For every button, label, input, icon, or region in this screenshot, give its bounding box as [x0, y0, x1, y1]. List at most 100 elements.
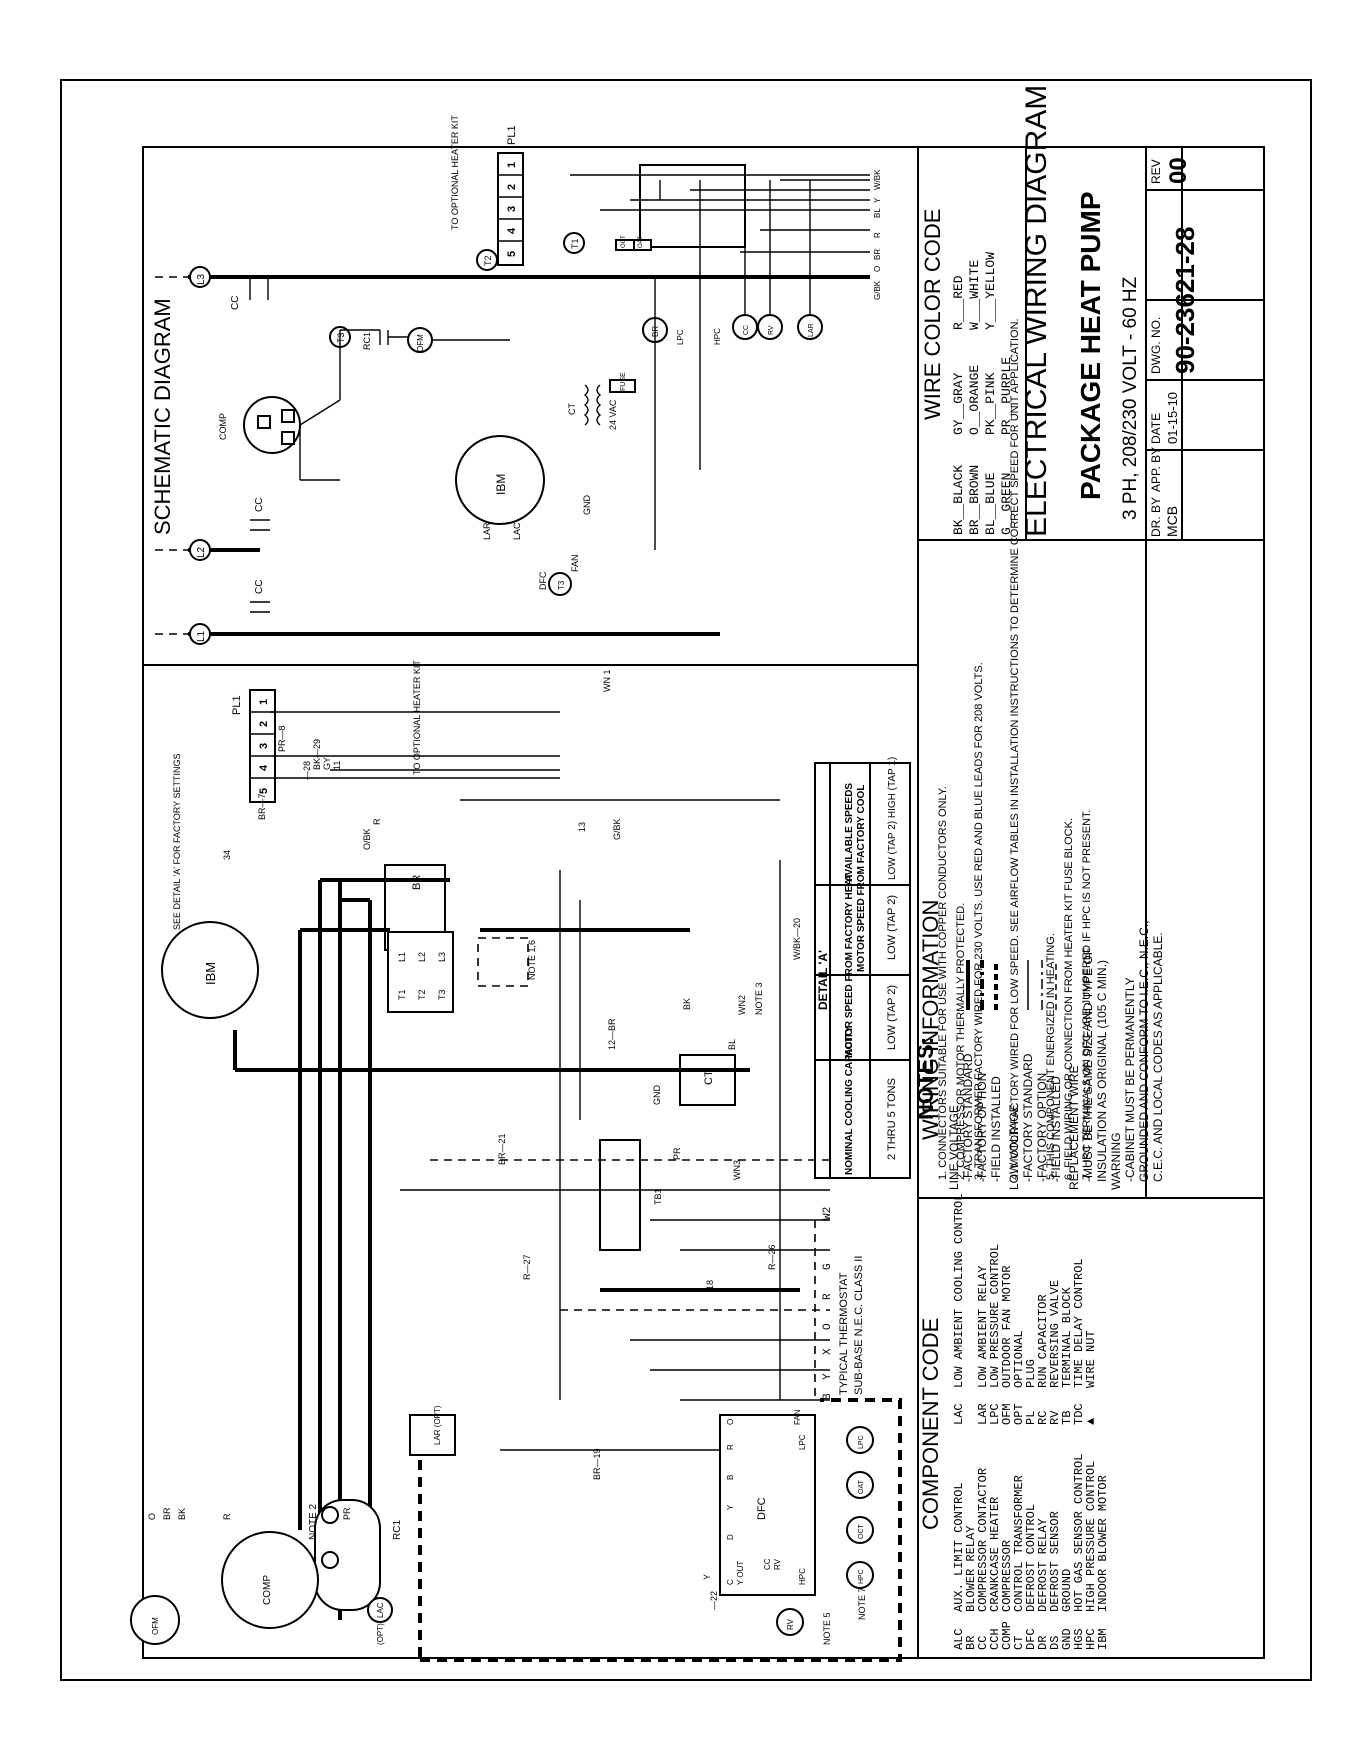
svg-text:D: D [726, 1534, 735, 1540]
svg-text:OCT: OCT [858, 1524, 865, 1540]
svg-text:R: R [372, 818, 382, 825]
lac-switch [367, 1597, 393, 1623]
svg-text:COMP: COMP [218, 413, 228, 440]
svg-text:-FACTORY STANDARD: -FACTORY STANDARD [961, 1053, 975, 1182]
svg-text:Y: Y [702, 1574, 712, 1580]
svg-text:▲: ▲ [1084, 1417, 1098, 1425]
svg-text:DFC: DFC [756, 1497, 768, 1520]
svg-text:WN2: WN2 [737, 995, 747, 1015]
svg-text:R: R [873, 232, 882, 238]
wiring-ofm [130, 1595, 180, 1645]
svg-text:LOW (TAP 2): LOW (TAP 2) [886, 895, 898, 960]
svg-text:1: 1 [258, 699, 270, 705]
svg-text:INSULATION AS ORIGINAL (105 C: INSULATION AS ORIGINAL (105 C MIN.) [1095, 960, 1109, 1182]
svg-text:RC: RC [1036, 1411, 1050, 1425]
svg-text:CT: CT [1012, 1636, 1026, 1650]
svg-text:4: 4 [258, 764, 270, 771]
svg-text:18: 18 [705, 1280, 715, 1290]
svg-text:LAC: LAC [952, 1403, 966, 1425]
svg-text:L2: L2 [196, 546, 207, 558]
svg-text:L1: L1 [397, 952, 407, 962]
svg-text:T2: T2 [417, 989, 427, 1000]
svg-text:BK: BK [682, 998, 692, 1010]
run-capacitor-rc1 [314, 1499, 381, 1611]
svg-text:T1: T1 [397, 989, 407, 1000]
svg-text:5. THIS COMPONENT ENERGIZED IN: 5. THIS COMPONENT ENERGIZED IN HEATING. [1045, 933, 1057, 1180]
lar-relay [409, 1414, 456, 1456]
wiring-information: WIRING INFORMATION LINE VOLTAGE -FACTORY… [918, 900, 1165, 1190]
svg-text:34: 34 [222, 850, 232, 860]
svg-text:2. COMPRESSOR MOTOR THERMALLY: 2. COMPRESSOR MOTOR THERMALLY PROTECTED. [955, 903, 967, 1180]
svg-text:1: 1 [506, 162, 518, 168]
svg-text:2: 2 [258, 721, 270, 727]
svg-text:TO OPTIONAL HEATER KIT: TO OPTIONAL HEATER KIT [412, 660, 422, 775]
svg-text:O__ORANGE: O__ORANGE [967, 365, 982, 435]
svg-text:OFM: OFM [416, 334, 425, 352]
svg-text:GROUND: GROUND [1060, 1569, 1074, 1612]
svg-text:LAC: LAC [376, 1602, 385, 1618]
svg-text:-FIELD INSTALLED: -FIELD INSTALLED [1049, 1076, 1063, 1182]
svg-text:LPC: LPC [798, 1434, 807, 1450]
svg-text:DEFROST SENSOR: DEFROST SENSOR [1048, 1511, 1062, 1612]
svg-text:PL1: PL1 [231, 695, 243, 715]
svg-text:NOMINAL COOLING CAPACITY: NOMINAL COOLING CAPACITY [844, 1026, 855, 1175]
svg-text:L1: L1 [196, 630, 207, 642]
svg-text:COMP: COMP [262, 1575, 273, 1605]
main-title: ELECTRICAL WIRING DIAGRAM [1020, 85, 1053, 537]
svg-text:Y: Y [822, 1373, 834, 1380]
drawing-frame [142, 146, 1265, 1659]
svg-text:T3: T3 [336, 332, 346, 343]
defrost-control-dfc [719, 1414, 816, 1596]
svg-text:TDC: TDC [1072, 1403, 1086, 1425]
svg-text:GND: GND [1060, 1628, 1074, 1650]
svg-text:COMPRESSOR: COMPRESSOR [1000, 1540, 1014, 1612]
svg-text:T3: T3 [557, 580, 566, 590]
thermostat-caption-2: SUB-BASE N.E.C. CLASS II [853, 1256, 865, 1395]
svg-text:G/BK: G/BK [612, 818, 622, 840]
svg-text:BK__BLACK: BK__BLACK [951, 465, 966, 535]
svg-text:Y___YELLOW: Y___YELLOW [983, 252, 998, 330]
svg-text:C: C [726, 1579, 735, 1585]
oct-sensor [846, 1516, 874, 1544]
svg-text:PLUG: PLUG [1024, 1359, 1038, 1388]
schematic-diagram: SCHEMATIC DIAGRAM L3 L2 L1 CC CC CC T3 T… [150, 115, 882, 645]
drawn-by: MCB [1164, 506, 1180, 537]
svg-text:PR: PR [342, 1507, 352, 1520]
svg-text:BR: BR [964, 1636, 978, 1650]
svg-text:R___RED: R___RED [951, 275, 966, 330]
svg-text:Y OUT: Y OUT [736, 1561, 745, 1585]
svg-text:RV: RV [1048, 1410, 1062, 1425]
svg-text:FAN: FAN [570, 554, 580, 572]
svg-text:O: O [726, 1419, 735, 1425]
svg-text:IBM: IBM [494, 474, 508, 495]
svg-text:NOTE 1,6: NOTE 1,6 [527, 940, 537, 980]
svg-text:DR: DR [1036, 1636, 1050, 1650]
svg-text:OUTDOOR FAN MOTOR: OUTDOOR FAN MOTOR [1000, 1266, 1014, 1388]
svg-text:BR: BR [162, 1507, 172, 1520]
svg-text:COMPRESSOR CONTACTOR: COMPRESSOR CONTACTOR [976, 1468, 990, 1612]
svg-text:R: R [222, 1513, 232, 1520]
svg-text:MOTOR SPEED FROM FACTORY COOL: MOTOR SPEED FROM FACTORY COOL [856, 785, 867, 972]
svg-text:CT: CT [703, 1070, 715, 1085]
svg-text:PL: PL [1024, 1411, 1038, 1425]
wiring-plug-pl1 [249, 689, 276, 803]
svg-text:WIRE NUT: WIRE NUT [1084, 1330, 1098, 1388]
svg-text:GY: GY [322, 757, 332, 770]
svg-text:OAT: OAT [638, 236, 644, 248]
svg-text:3. TRANSFORMER FACTORY WIRED F: 3. TRANSFORMER FACTORY WIRED FOR 230 VOL… [973, 662, 985, 1180]
sheet-border [60, 79, 1312, 1681]
svg-text:LPC: LPC [988, 1403, 1002, 1425]
svg-text:NOTE 3: NOTE 3 [754, 982, 764, 1015]
svg-text:LOW (TAP 2) HIGH (TAP 1): LOW (TAP 2) HIGH (TAP 1) [887, 757, 898, 880]
svg-text:LAR: LAR [976, 1403, 990, 1425]
svg-text:4: 4 [506, 227, 518, 234]
svg-text:BR: BR [873, 249, 882, 260]
control-transformer [679, 1054, 736, 1106]
svg-text:REVERSING VALVE: REVERSING VALVE [1048, 1280, 1062, 1388]
svg-text:HIGH PRESSURE CONTROL: HIGH PRESSURE CONTROL [1084, 1461, 1098, 1612]
svg-text:OFM: OFM [151, 1617, 160, 1635]
compressor-contactor [387, 931, 454, 1013]
svg-text:LOW (TAP 2): LOW (TAP 2) [886, 985, 898, 1050]
svg-text:DEFROST RELAY: DEFROST RELAY [1036, 1518, 1050, 1612]
